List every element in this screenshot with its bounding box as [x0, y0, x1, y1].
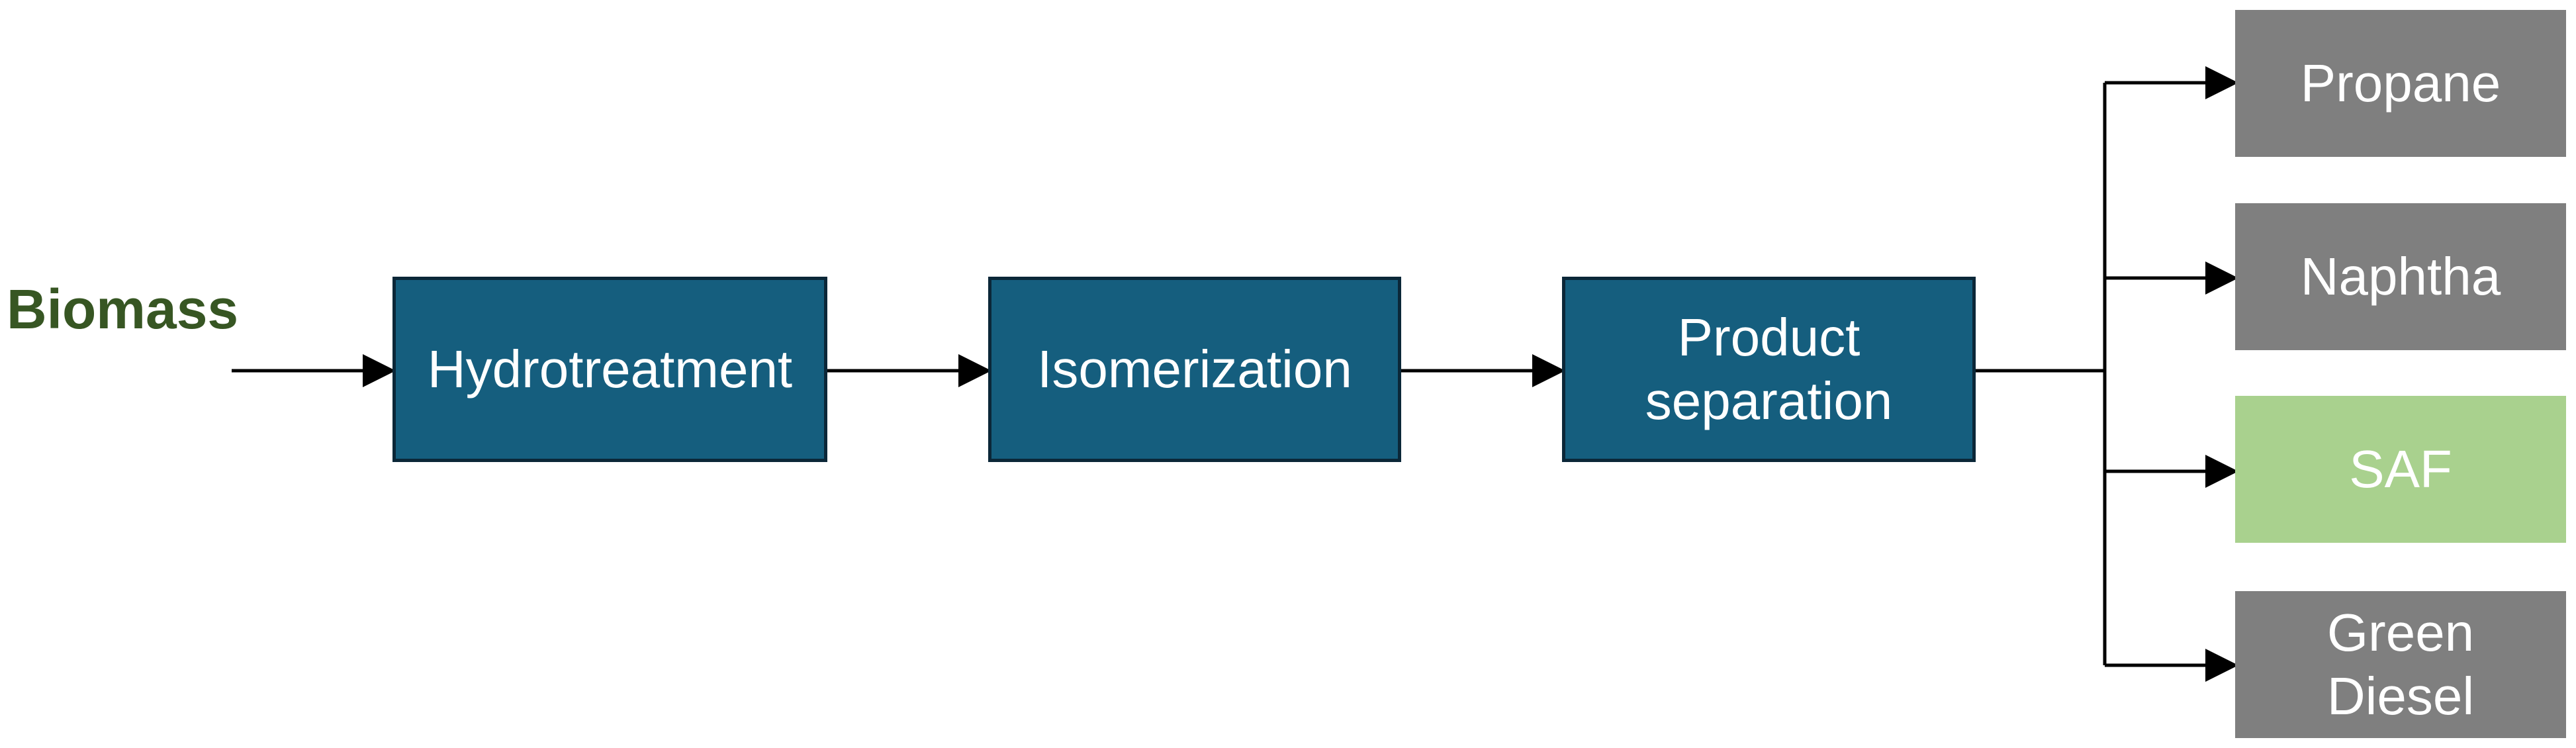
propane-label: Propane	[2300, 54, 2501, 113]
biomass-input-label: Biomass	[7, 278, 239, 340]
hydrotreatment-box: Hydrotreatment	[392, 277, 827, 462]
isomerization-label: Isomerization	[1037, 340, 1352, 398]
green-diesel-box: Green Diesel	[2235, 591, 2566, 738]
hydrotreatment-label: Hydrotreatment	[427, 340, 793, 398]
isomerization-box: Isomerization	[988, 277, 1401, 462]
propane-box: Propane	[2235, 10, 2566, 157]
saf-box: SAF	[2235, 396, 2566, 543]
naphtha-box: Naphtha	[2235, 203, 2566, 350]
product-separation-box: Product separation	[1562, 277, 1976, 462]
product-separation-label: Product separation	[1645, 308, 1893, 430]
saf-label: SAF	[2349, 440, 2452, 498]
naphtha-label: Naphtha	[2300, 247, 2501, 306]
green-diesel-label: Green Diesel	[2326, 603, 2475, 725]
